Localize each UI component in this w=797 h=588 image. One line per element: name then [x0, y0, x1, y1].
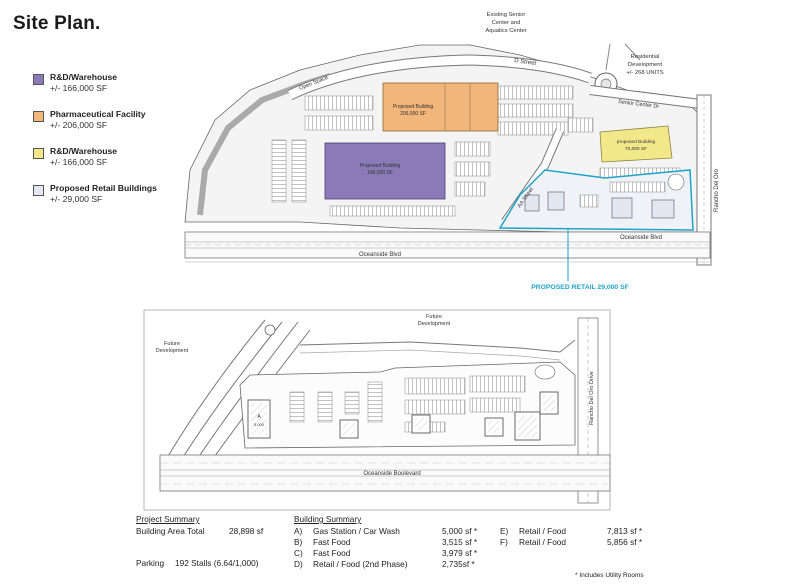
future-dev-top-1: Future: [426, 314, 442, 320]
rancho-del-oro-label: Rancho Del Oro: [714, 168, 720, 212]
parking-label: Parking: [136, 558, 165, 568]
building-d-use: Retail / Food (2nd Phase): [313, 559, 408, 569]
future-dev-left-2: Development: [156, 348, 189, 354]
utility-footnote: * Includes Utility Rooms: [575, 572, 644, 579]
building-b-use: Fast Food: [313, 537, 351, 547]
senior-center-dr-label: Senior Center Dr: [618, 99, 660, 110]
building-b-size: 3,515 sf *: [442, 537, 478, 547]
parking-value: 192 Stalls (6.64/1,000): [175, 558, 259, 568]
d-street-label: D Street: [514, 58, 537, 67]
project-summary-heading: Project Summary: [136, 514, 200, 524]
legend-area: +/- 166,000 SF: [50, 157, 108, 167]
building-f-letter: F): [500, 537, 508, 547]
building-rd-warehouse: [324, 142, 446, 200]
pharma-building-label-2: 206,000 SF: [400, 111, 426, 117]
pharma-building-label-1: Proposed Building: [393, 104, 434, 110]
building-e-size: 7,813 sf *: [607, 526, 643, 536]
building-pharmaceutical: [382, 82, 499, 132]
legend-area: +/- 29,000 SF: [50, 194, 103, 204]
building-area-value: 28,898 sf: [229, 526, 264, 536]
building-a-use: Gas Station / Car Wash: [313, 526, 400, 536]
oceanside-blvd-label-left: Oceanside Blvd: [359, 252, 401, 258]
bottom-site-plan: A 5,000 Rancho Del Oro Drive Oceanside B…: [143, 309, 611, 511]
building-a-size: 5,000 sf *: [442, 526, 478, 536]
building-b-letter: B): [294, 537, 303, 547]
existing-center-label-3: Aquatics Center: [485, 28, 526, 34]
residential-label-3: +/- 268 UNITS: [626, 70, 663, 76]
building-d-size: 2,735sf *: [442, 559, 475, 569]
yellow-building-label-2: 70,000 SF: [625, 146, 647, 152]
residential-label-2: Development: [628, 62, 663, 68]
building-f-size: 5,856 sf *: [607, 537, 643, 547]
building-e-use: Retail / Food: [519, 526, 567, 536]
building-c-size: 3,979 sf *: [442, 548, 478, 558]
legend-name: R&D/Warehouse: [50, 146, 118, 156]
future-dev-left-1: Future: [164, 341, 180, 347]
legend-item-rd-warehouse-purple: R&D/Warehouse +/- 166,000 SF: [33, 72, 193, 109]
legend-swatch: [33, 148, 44, 159]
building-c-letter: C): [294, 548, 303, 558]
building-summary-heading: Building Summary: [294, 514, 362, 524]
page-title: Site Plan.: [13, 13, 101, 34]
yellow-building-label-1: proposed Building: [617, 139, 656, 145]
building-d-letter: D): [294, 559, 303, 569]
legend-item-rd-warehouse-yellow: R&D/Warehouse +/- 166,000 SF: [33, 146, 193, 183]
building-rd-yellow: [599, 125, 673, 163]
legend-item-pharmaceutical: Pharmaceutical Facility +/- 206,000 SF: [33, 109, 193, 146]
oceanside-blvd-label-right: Oceanside Blvd: [620, 235, 662, 241]
existing-center-label-1: Existing Senior: [487, 12, 526, 18]
left-access-road: [159, 319, 266, 471]
legend-swatch: [33, 74, 44, 85]
legend-name: R&D/Warehouse: [50, 72, 118, 82]
legend-area: +/- 166,000 SF: [50, 83, 108, 93]
legend-name: Pharmaceutical Facility: [50, 109, 146, 119]
pad-a-size: 5,000: [254, 422, 265, 427]
building-c-use: Fast Food: [313, 548, 351, 558]
legend-area: +/- 206,000 SF: [50, 120, 108, 130]
building-f-use: Retail / Food: [519, 537, 567, 547]
rd-building-label-2: 166,000 SF: [367, 170, 393, 176]
oceanside-boulevard-road: [159, 454, 611, 492]
legend: R&D/Warehouse +/- 166,000 SF Pharmaceuti…: [33, 72, 193, 220]
oceanside-boulevard-label: Oceanside Boulevard: [363, 471, 420, 477]
rd-building-label-1: Proposed Building: [360, 163, 401, 169]
existing-center-label-2: Center and: [492, 20, 521, 26]
pad-a-letter: A: [257, 414, 261, 420]
rancho-del-oro-drive-label: Rancho Del Oro Drive: [589, 371, 595, 425]
legend-swatch: [33, 111, 44, 122]
building-e-letter: E): [500, 526, 509, 536]
top-site-plan: Proposed Building 206,000 SF Proposed Bu…: [184, 12, 720, 291]
legend-name: Proposed Retail Buildings: [50, 183, 157, 193]
legend-item-retail: Proposed Retail Buildings +/- 29,000 SF: [33, 183, 193, 220]
legend-swatch: [33, 185, 44, 196]
proposed-retail-callout: PROPOSED RETAIL 29,000 SF: [531, 284, 629, 291]
building-a-letter: A): [294, 526, 303, 536]
building-area-label: Building Area Total: [136, 526, 205, 536]
future-dev-top-2: Development: [418, 321, 451, 327]
residential-label-1: Residential: [631, 54, 660, 60]
